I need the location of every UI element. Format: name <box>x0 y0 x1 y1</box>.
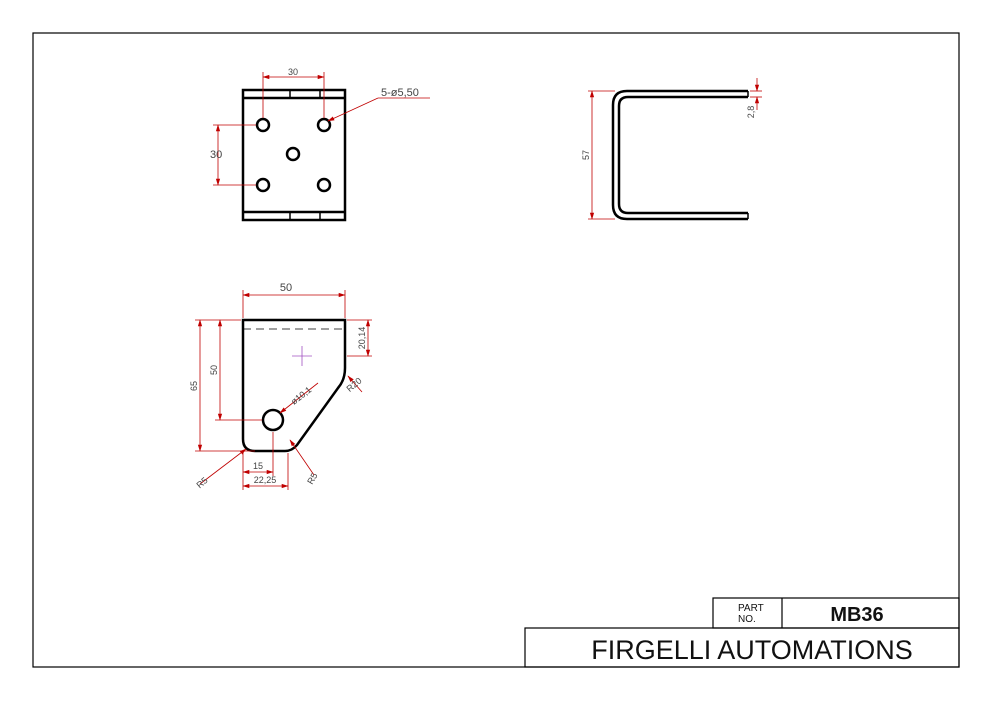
front-hole-x-dim: 15 <box>253 461 263 471</box>
hole-callout: 5-ø5,50 <box>381 87 419 99</box>
part-number: MB36 <box>830 604 883 626</box>
top-width-dim: 30 <box>288 67 298 77</box>
front-view-outline <box>241 318 347 453</box>
side-view-outer <box>611 89 748 221</box>
front-view: 50 65 50 20,14 ø10,1 R20 R5 R5 15 <box>189 282 372 490</box>
top-height-dim: 30 <box>210 149 222 161</box>
title-block: PART NO. MB36 FIRGELLI AUTOMATIONS <box>524 597 960 668</box>
front-radius-left-dim: R5 <box>194 475 209 490</box>
front-height-hole-dim: 50 <box>209 365 219 375</box>
part-label: PART <box>738 603 764 614</box>
front-bottom-width-dim: 22,25 <box>254 475 277 485</box>
side-thickness-dim: 2,8 <box>746 106 756 119</box>
mount-hole <box>261 408 285 432</box>
front-width-dim: 50 <box>280 282 292 294</box>
side-view-inner <box>617 95 748 215</box>
part-label-no: NO. <box>738 614 756 625</box>
hole <box>316 177 332 193</box>
front-top-offset-dim: 20,14 <box>357 327 367 350</box>
hole <box>285 146 301 162</box>
front-radius-right-dim: R5 <box>305 471 319 486</box>
front-hole-dia-dim: ø10,1 <box>289 385 313 407</box>
hole <box>255 117 271 133</box>
hole <box>255 177 271 193</box>
side-view: 57 2,8 <box>581 78 762 221</box>
top-view-outline <box>241 88 347 222</box>
sheet-border <box>32 32 960 668</box>
hole <box>316 117 332 133</box>
top-view: 30 30 5-ø5,50 <box>210 67 430 222</box>
side-height-dim: 57 <box>581 150 591 160</box>
front-height-total-dim: 65 <box>189 381 199 391</box>
company-name: FIRGELLI AUTOMATIONS <box>591 635 913 665</box>
